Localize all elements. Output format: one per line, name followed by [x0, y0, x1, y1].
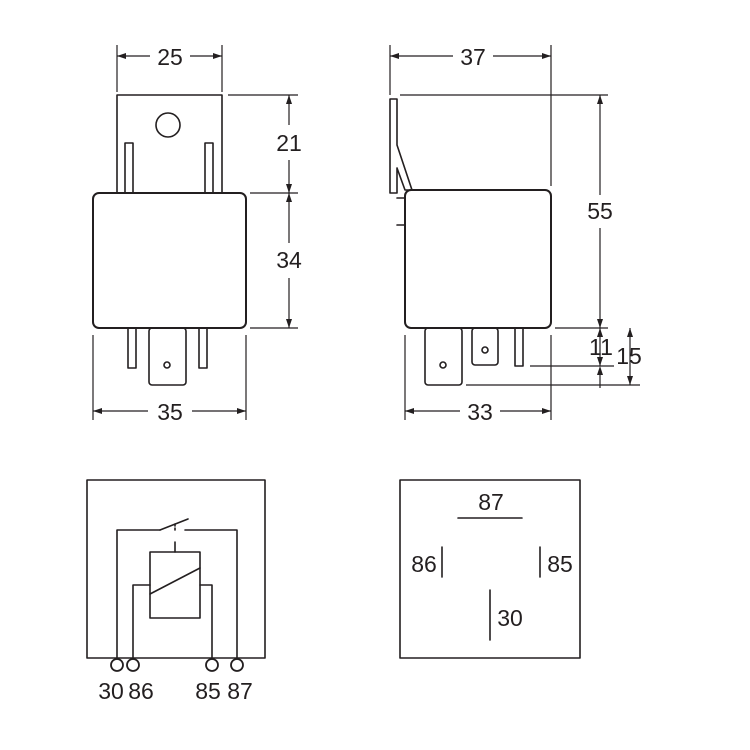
side-terminal-small [514, 327, 524, 367]
side-bracket [389, 98, 413, 194]
relay-coil [149, 551, 201, 619]
dim-front-width-top: 25 [116, 44, 223, 92]
pin-layout-frame [399, 479, 581, 659]
dim-label-37: 37 [460, 44, 486, 70]
terminal-center-hole [163, 361, 171, 369]
wire-86 [132, 584, 151, 669]
coil-winding [149, 567, 201, 595]
pin-layout-view: 87 86 85 30 [399, 479, 581, 659]
dim-front-width-body: 35 [92, 335, 247, 425]
front-view: 25 21 34 35 [92, 44, 302, 425]
dim-label-25: 25 [157, 44, 183, 70]
terminal-85-circle [205, 658, 219, 672]
wire-87 [184, 529, 238, 669]
side-terminal-medium [471, 327, 499, 366]
dim-side-pin-long: 15 [466, 328, 642, 386]
terminal-30-circle [110, 658, 124, 672]
terminal-86-circle [126, 658, 140, 672]
terminal-label-30: 30 [98, 678, 124, 704]
relay-body-front [92, 192, 247, 329]
terminal-left [127, 327, 137, 369]
mounting-bracket [116, 94, 223, 194]
pin-label-86: 86 [411, 551, 437, 577]
schematic-frame [86, 479, 266, 659]
dim-label-33: 33 [467, 399, 493, 425]
dim-label-21: 21 [276, 130, 302, 156]
terminal-label-85: 85 [195, 678, 221, 704]
relay-body-side [404, 189, 552, 329]
dim-label-55: 55 [587, 198, 613, 224]
upper-pin-left [124, 142, 134, 196]
dim-side-width-top: 37 [389, 44, 552, 186]
side-terminal-large [424, 327, 463, 386]
pin-label-87: 87 [478, 489, 504, 515]
dim-front-height-body: 34 [250, 193, 302, 329]
terminal-label-86: 86 [128, 678, 154, 704]
dim-side-height-total: 55 [400, 94, 613, 329]
circuit-schematic: 30 86 85 87 [86, 479, 266, 704]
upper-pin-right [204, 142, 214, 196]
dim-side-pin-short: 11 [530, 328, 614, 388]
mounting-hole [155, 112, 181, 138]
pin-label-85: 85 [547, 551, 573, 577]
dim-label-15: 15 [616, 343, 642, 369]
terminal-center [148, 327, 187, 386]
pin-label-30: 30 [497, 605, 523, 631]
dim-label-11: 11 [589, 334, 613, 360]
wire-85 [199, 584, 213, 669]
dim-side-width-body: 33 [404, 335, 552, 425]
side-view: 37 55 11 15 [389, 44, 642, 425]
terminal-87-circle [230, 658, 244, 672]
terminal-right [198, 327, 208, 369]
dim-front-height-upper: 21 [228, 94, 302, 194]
dim-label-35: 35 [157, 399, 183, 425]
dim-label-34: 34 [276, 247, 302, 273]
terminal-label-87: 87 [227, 678, 253, 704]
switch-arm [159, 518, 189, 531]
wire-30 [116, 529, 161, 669]
